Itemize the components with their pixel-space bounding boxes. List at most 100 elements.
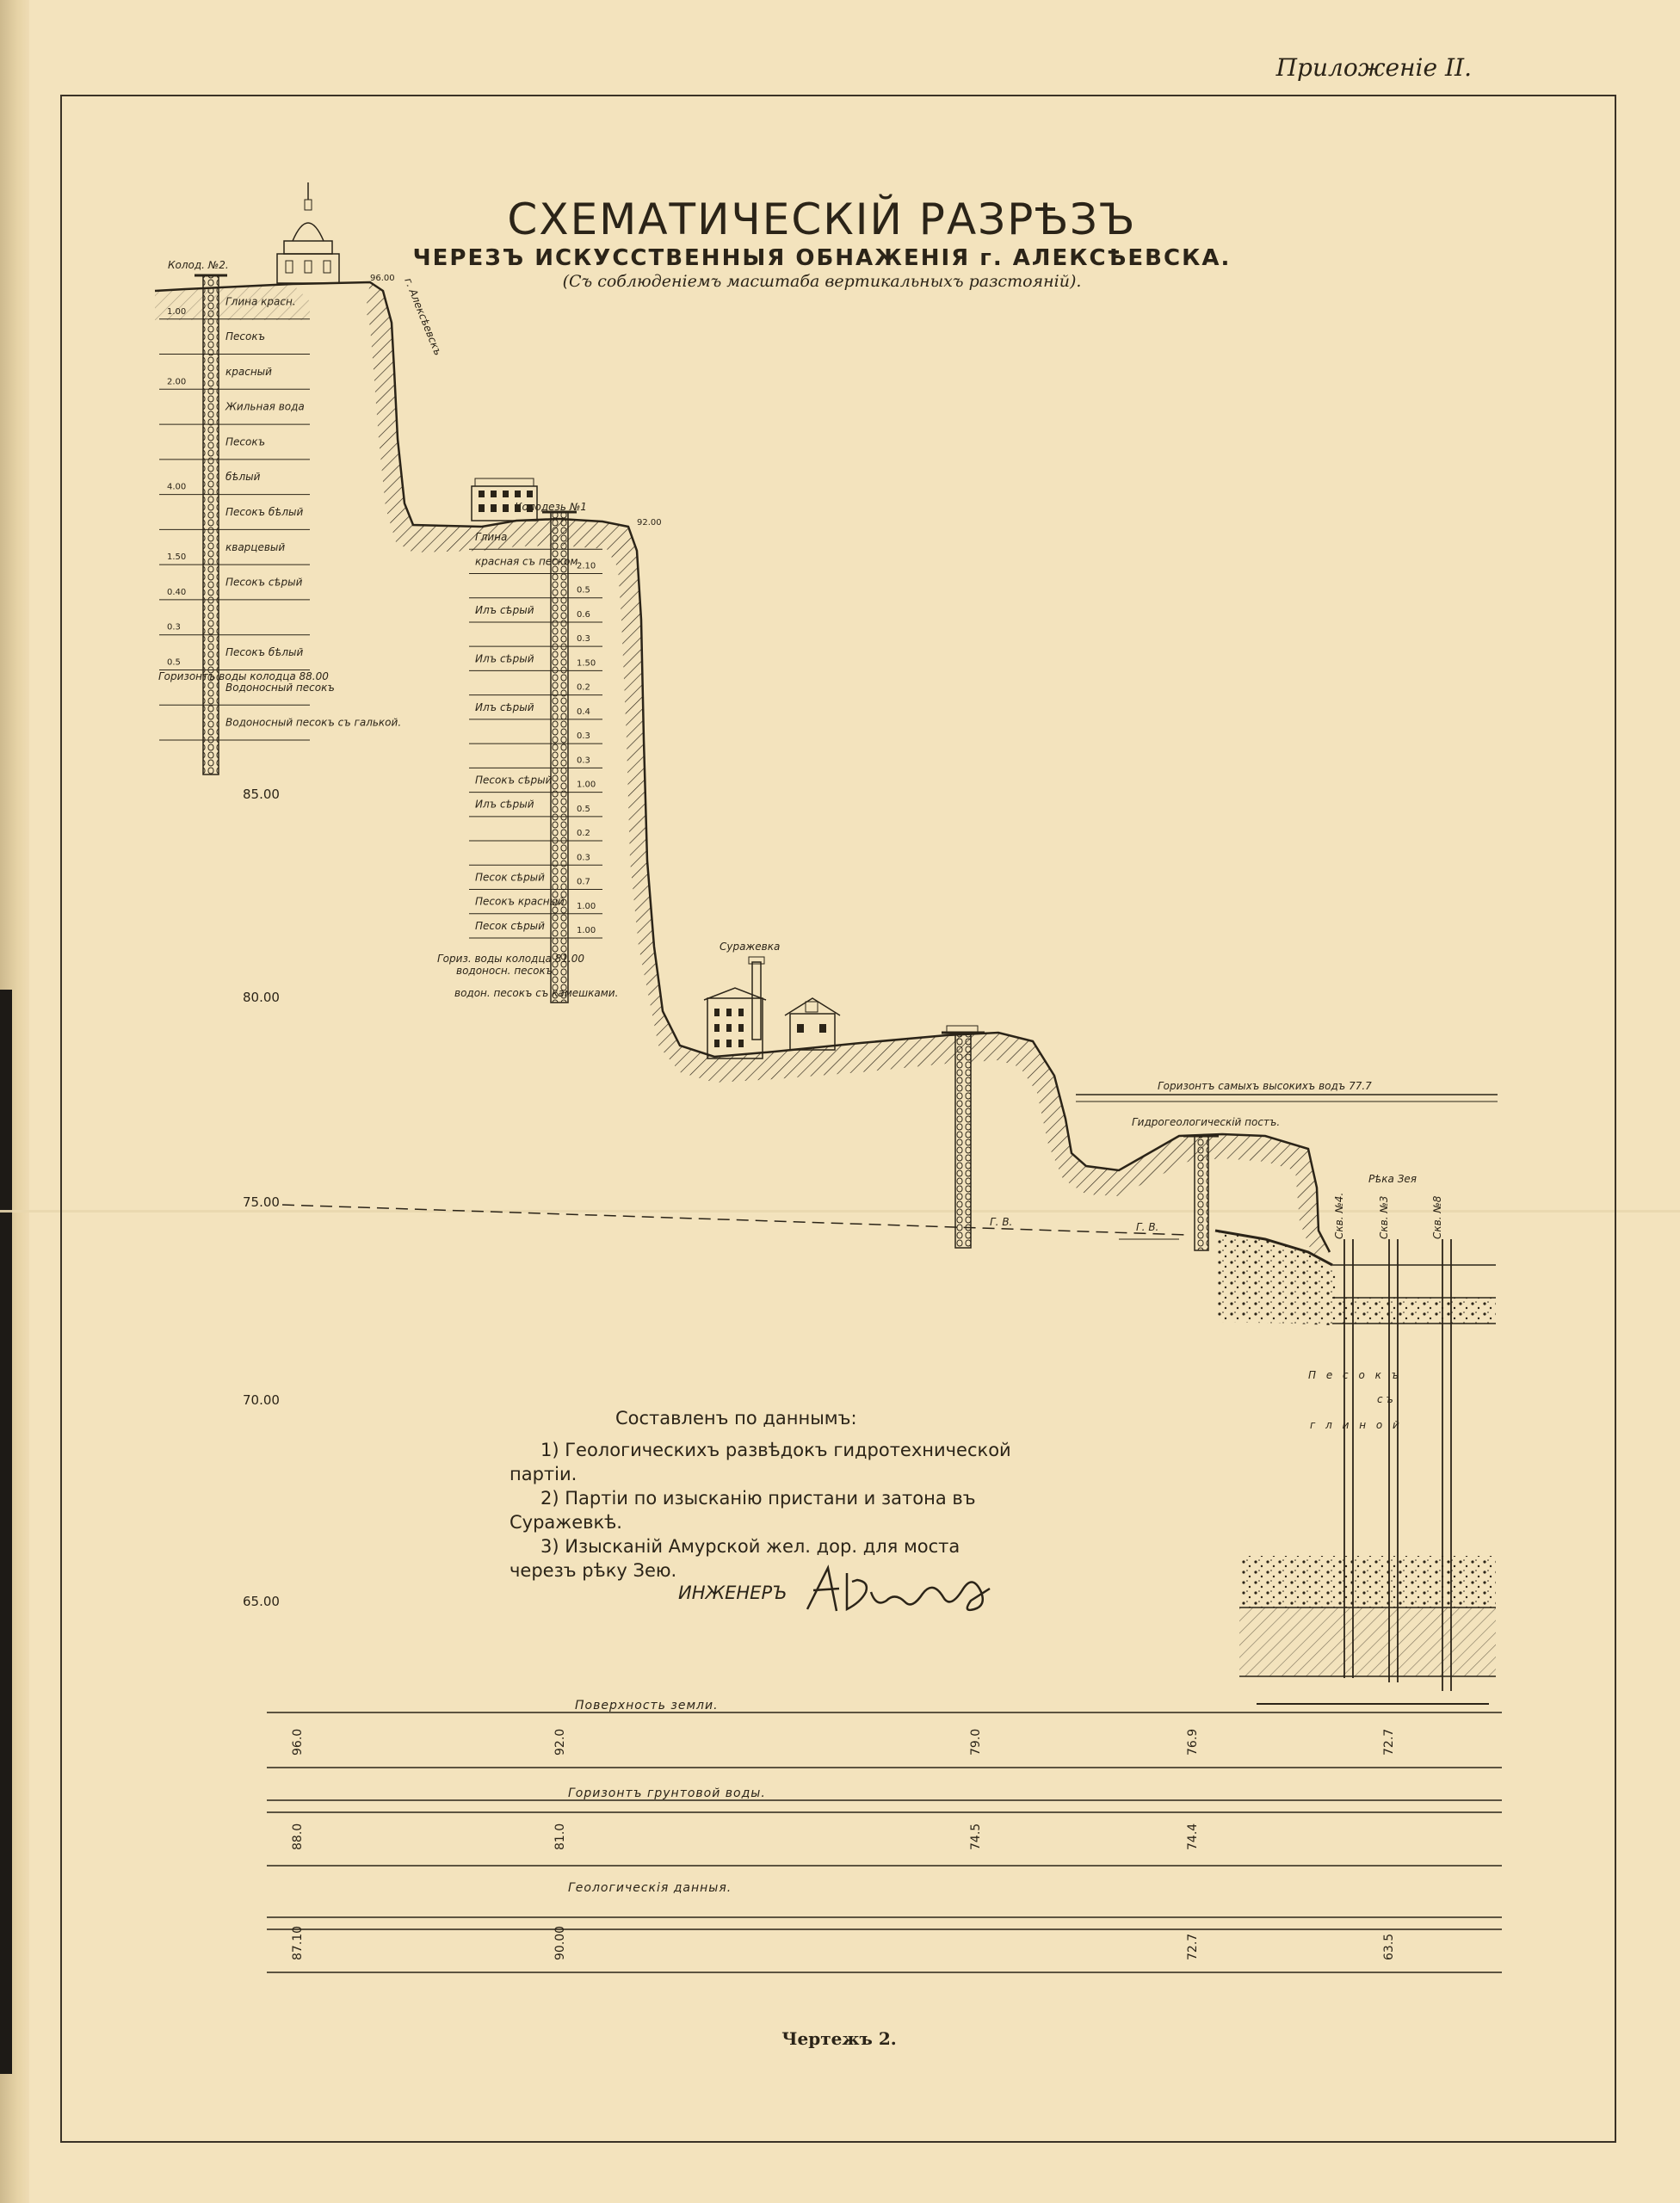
town-label: г. Алексѣевскъ xyxy=(402,276,444,357)
drawing-frame xyxy=(60,95,1616,2143)
well1-layer-depth: 0.3 xyxy=(577,731,590,741)
well1-layer-depth: 0.4 xyxy=(577,707,590,717)
hydro-post-well xyxy=(1194,1135,1209,1251)
borehole-8-label: Скв. №8 xyxy=(1431,1195,1443,1239)
well1-water-level: Гориз. воды колодца 81.00 xyxy=(437,953,584,965)
row-label-groundwater: Горизонтъ грунтовой воды. xyxy=(568,1786,766,1800)
table-cell: 72.7 xyxy=(1382,1729,1396,1756)
well2-layer-name: Жильная вода xyxy=(225,401,305,413)
well1-layer-depth: 0.2 xyxy=(577,829,590,838)
ground-hatch xyxy=(366,282,1330,1255)
groundwater-line xyxy=(281,1204,1189,1236)
well1-layer-depth: 0.6 xyxy=(577,610,590,620)
well2-layer-name: кварцевый xyxy=(225,541,285,553)
well2-layer-name: Песокъ бѣлый xyxy=(225,506,303,518)
well1-layer-depth: 0.5 xyxy=(577,805,590,814)
borehole-4-label: Скв. №4. xyxy=(1333,1193,1345,1239)
compiled-item-1b: партіи. xyxy=(510,1464,577,1484)
lower-gravel xyxy=(1239,1556,1496,1608)
well1-layer-name: Глина xyxy=(475,531,507,543)
well2-layer-depth: 0.5 xyxy=(167,657,181,667)
compiled-heading: Составленъ по даннымъ: xyxy=(615,1408,857,1429)
gw-label-2: Г. В. xyxy=(1136,1221,1158,1233)
well1-layer-name: Песокъ сѣрый xyxy=(475,774,553,786)
well1-layer-name: Песок сѣрый xyxy=(475,920,545,932)
well1-layer-depth: 1.00 xyxy=(577,781,596,790)
well1-shaft xyxy=(550,511,569,1003)
elev-65: 65.00 xyxy=(243,1594,280,1609)
compiled-item-2b: Суражевкѣ. xyxy=(510,1512,622,1533)
well2-water-level: Горизонтъ воды колодца 88.00 xyxy=(158,670,329,682)
well1-layer-depth: 0.2 xyxy=(577,683,590,693)
table-cell: 81.0 xyxy=(553,1823,567,1850)
data-table xyxy=(267,1712,1502,1973)
hill-hatch xyxy=(155,284,310,320)
village-label: Суражевка xyxy=(720,941,780,953)
well1-layer-depth: 0.3 xyxy=(577,634,590,644)
well2-layer-depth: 0.40 xyxy=(167,588,186,597)
gravel-bank xyxy=(1215,1231,1338,1325)
well2-layer-depth: 1.00 xyxy=(167,307,186,317)
town-top-elev: 96.00 xyxy=(370,274,395,283)
well2-layer-name: Песокъ xyxy=(225,435,265,447)
well2-layer-name: Песокъ бѣлый xyxy=(225,646,303,658)
well1-layer-depth: 0.7 xyxy=(577,878,590,887)
well2-layer-name: Глина красн. xyxy=(225,295,296,307)
well1-layer-name: Песок сѣрый xyxy=(475,871,545,883)
well1-layer-depth: 0.5 xyxy=(577,586,590,595)
table-cell: 74.4 xyxy=(1186,1823,1200,1850)
well1-layer-depth: 1.00 xyxy=(577,902,596,911)
well1-layer-name: Илъ сѣрый xyxy=(475,799,534,811)
drawing-number: Чертежъ 2. xyxy=(781,2028,896,2049)
sand-label-3: г л и н о й xyxy=(1310,1419,1403,1431)
paper-fold xyxy=(0,1210,1680,1213)
well1-layer-name: Илъ сѣрый xyxy=(475,652,534,664)
sand-label-2: с ъ xyxy=(1377,1393,1393,1405)
scan-shadow xyxy=(0,990,12,2074)
gravel-layer xyxy=(1332,1298,1496,1324)
village-well xyxy=(954,1032,972,1249)
well1-layer-depth: 0.3 xyxy=(577,756,590,765)
table-cell: 88.0 xyxy=(291,1823,305,1850)
ground-profile xyxy=(154,281,1331,1253)
well2-label: Колод. №2. xyxy=(168,259,229,271)
well2-layer-depth: 2.00 xyxy=(167,377,186,386)
appendix-label: Приложеніе II. xyxy=(1275,53,1472,82)
well2-layer-depth: 0.3 xyxy=(167,623,181,633)
table-cell: 87.10 xyxy=(291,1926,305,1960)
row-label-geology: Геологическія данныя. xyxy=(568,1881,732,1895)
table-cell: 76.9 xyxy=(1186,1729,1200,1756)
well2-layer-depth: 4.00 xyxy=(167,483,186,492)
elev-75: 75.00 xyxy=(243,1194,280,1210)
high-water-label: Горизонтъ самыхъ высокихъ водъ 77.7 xyxy=(1158,1080,1372,1092)
lower-clay xyxy=(1239,1608,1496,1676)
well2-layer-depth: 1.50 xyxy=(167,552,186,562)
elev-80: 80.00 xyxy=(243,990,280,1005)
compiled-item-3b: черезъ рѣку Зею. xyxy=(510,1560,676,1581)
table-cell: 92.0 xyxy=(553,1729,567,1756)
well1-layer-depth: 1.00 xyxy=(577,926,596,935)
well1-layer-name: красная съ песком xyxy=(475,555,578,567)
engineer-label: ИНЖЕНЕРЪ xyxy=(678,1583,788,1603)
table-cell: 72.7 xyxy=(1186,1934,1200,1960)
village-buildings-icon xyxy=(703,956,841,1059)
well2-layer-name: бѣлый xyxy=(225,471,261,483)
borehole-3-label: Скв. №3 xyxy=(1378,1196,1390,1239)
well1-layer-name: Илъ сѣрый xyxy=(475,701,534,713)
engineer-signature xyxy=(806,1564,991,1612)
building-icon xyxy=(471,478,538,521)
table-cell: 74.5 xyxy=(969,1823,983,1850)
well2-layer-name: красный xyxy=(225,366,272,378)
well1-layer-depth: 1.50 xyxy=(577,658,596,668)
title-sub: ЧЕРЕЗЪ ИСКУССТВЕННЫЯ ОБНАЖЕНІЯ г. АЛЕКСѢ… xyxy=(413,245,1232,271)
well1-bottom-1: водоносн. песокъ xyxy=(456,965,553,977)
compiled-item-3: 3) Изысканій Амурской жел. дор. для мост… xyxy=(540,1536,960,1557)
elev-85: 85.00 xyxy=(243,787,280,802)
gw-label-1: Г. В. xyxy=(990,1216,1012,1228)
title-main: СХЕМАТИЧЕСКІЙ РАЗРѢЗЪ xyxy=(507,194,1136,244)
church-icon xyxy=(276,182,340,284)
well1-bottom-2: водон. песокъ съ камешками. xyxy=(454,987,618,999)
